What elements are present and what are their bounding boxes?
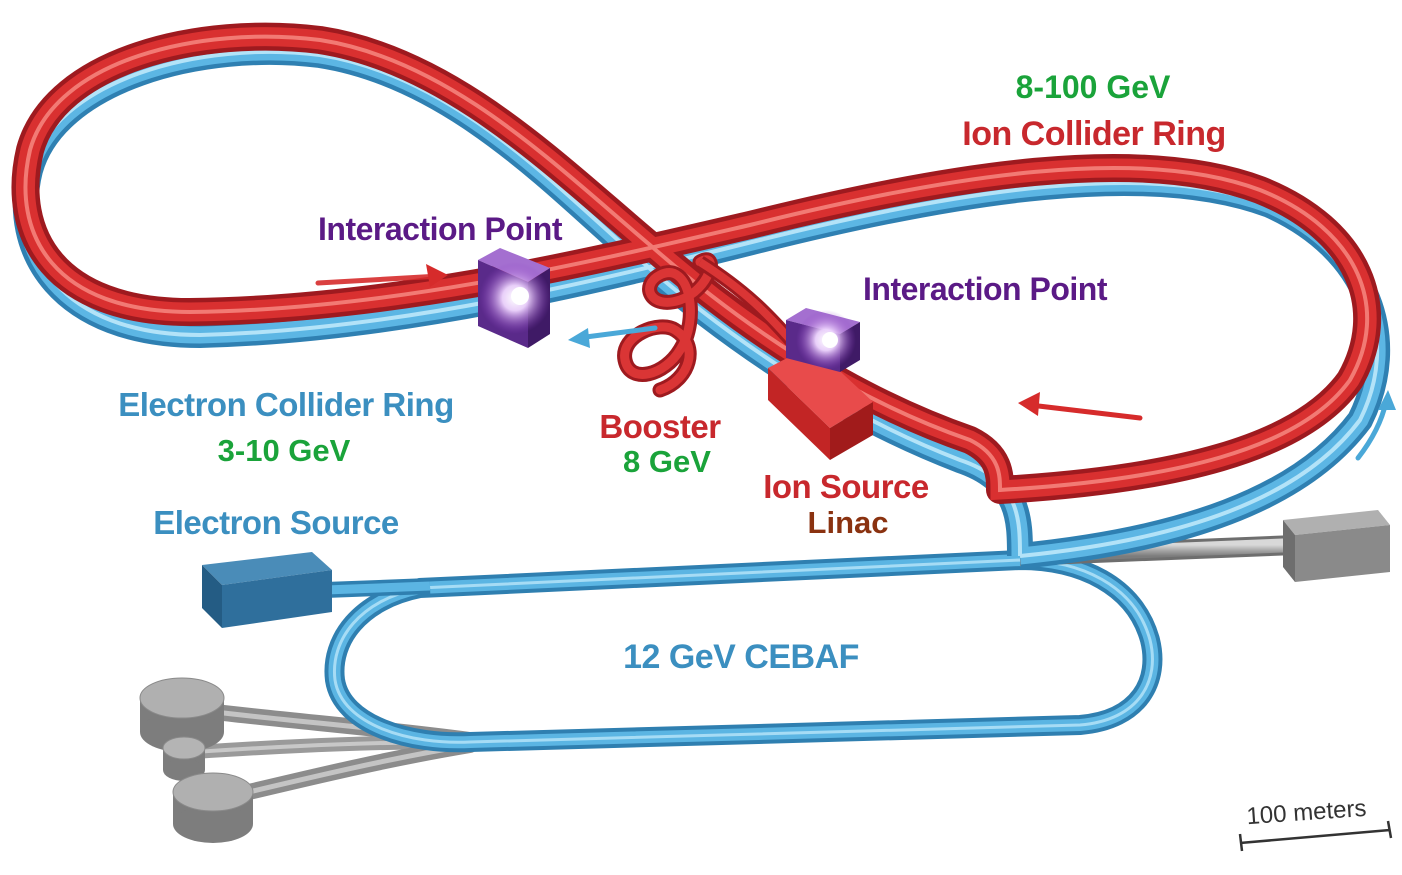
beam-direction-arrow-icon — [1355, 390, 1396, 461]
electron-source-box — [202, 552, 332, 628]
electron-source-line — [324, 578, 431, 598]
electron-source-name-label: Electron Source — [153, 504, 399, 541]
beam-dump-box — [1283, 510, 1390, 582]
ion-ring-energy-label: 8-100 GeV — [1016, 69, 1171, 105]
beam-direction-arrow-icon — [568, 325, 658, 348]
electron-ring-name-label: Electron Collider Ring — [118, 386, 454, 423]
recirculation-disc-bottom — [172, 772, 254, 843]
ion-ring-name-label: Ion Collider Ring — [962, 115, 1225, 153]
ion-source-box — [768, 345, 873, 460]
ion-collider-ring — [11, 22, 1382, 504]
beam-direction-arrow-icon — [315, 264, 448, 287]
ion-source-name-label: Ion Source — [763, 468, 929, 505]
beam-direction-arrow-icon — [1018, 392, 1143, 421]
interaction-point-left-label: Interaction Point — [318, 211, 563, 247]
cebaf-racetrack — [324, 549, 1163, 753]
booster-energy-label: 8 GeV — [623, 444, 711, 479]
interaction-point-cube-icon — [786, 308, 860, 372]
scale-bar — [1238, 820, 1393, 852]
scale-bar-label: 100 meters — [1246, 795, 1368, 830]
electron-ring-energy-label: 3-10 GeV — [218, 433, 351, 468]
interaction-point-cube-icon — [478, 248, 551, 348]
booster-name-label: Booster — [599, 408, 721, 445]
recirculation-disc-top — [139, 677, 225, 752]
cebaf-name-label: 12 GeV CEBAF — [623, 638, 859, 676]
linac-name-label: Linac — [808, 505, 889, 540]
interaction-point-right-label: Interaction Point — [863, 271, 1108, 307]
